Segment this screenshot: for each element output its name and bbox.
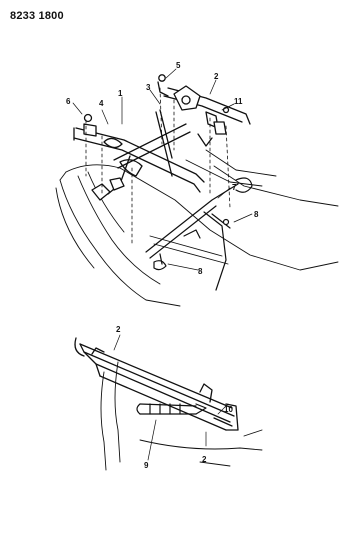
- floor-lower: [100, 361, 263, 471]
- callout-2-lower-b: 2: [202, 455, 207, 464]
- callout-2-top: 2: [214, 72, 219, 81]
- callout-8-right: 8: [254, 210, 259, 219]
- callout-6: 6: [66, 97, 71, 106]
- callout-5: 5: [176, 61, 181, 70]
- leader-lines-upper: [72, 68, 253, 271]
- adjuster-link-rod: [145, 177, 253, 291]
- callout-9: 9: [144, 461, 149, 470]
- document-id: 8233 1800: [10, 10, 64, 22]
- callout-1: 1: [118, 89, 123, 98]
- dashed-guides: [85, 87, 231, 247]
- callout-2-lower-a: 2: [116, 325, 121, 334]
- callout-7: 7: [232, 183, 237, 192]
- spring-assist: [136, 403, 207, 415]
- seat-track-lower: [74, 337, 239, 431]
- floor-pan: [55, 149, 339, 307]
- leader-lines-lower: [113, 334, 229, 461]
- callout-10: 10: [224, 405, 233, 414]
- callout-11: 11: [234, 97, 243, 106]
- callout-4: 4: [99, 99, 104, 108]
- bolt-8-lower: [153, 253, 167, 271]
- callout-8-lower: 8: [198, 267, 203, 276]
- callout-3: 3: [146, 83, 151, 92]
- seat-track-right: [157, 74, 251, 147]
